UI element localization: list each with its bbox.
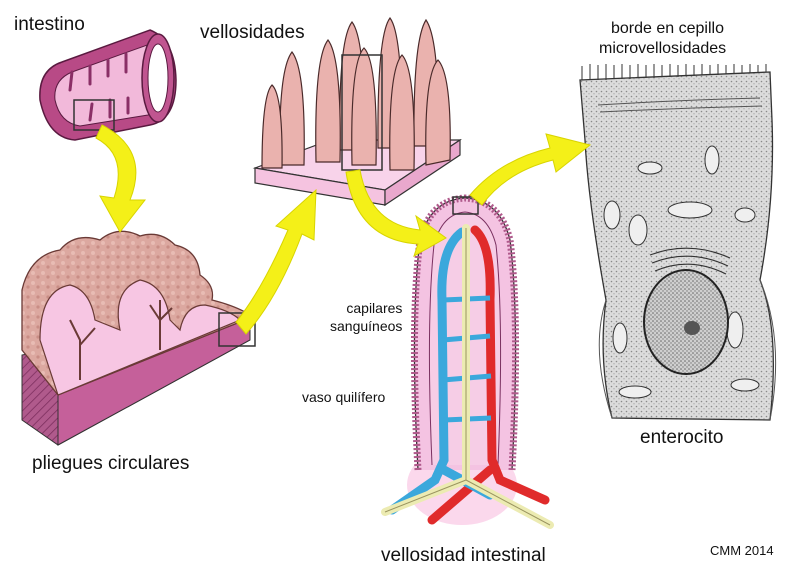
enterocyte-illustration	[579, 64, 777, 421]
label-intestinal-villus: vellosidad intestinal	[381, 545, 546, 566]
arrow-villi-to-villus	[345, 169, 447, 258]
label-blood-capillaries-line1: capilares	[346, 300, 403, 316]
arrow-villus-to-cell	[469, 133, 592, 206]
label-brush-border: borde en cepillo	[611, 20, 724, 37]
label-microvilli: microvellosidades	[599, 40, 727, 57]
arrow-intestine-to-folds	[95, 124, 147, 233]
intestine-tube-illustration	[39, 29, 177, 141]
label-blood-capillaries-line2: sanguíneos	[330, 318, 403, 335]
label-blood-capillaries: capilares sanguíneos	[330, 299, 402, 335]
circular-folds-illustration	[21, 230, 256, 446]
intestinal-villus-illustration	[381, 194, 554, 529]
label-circular-folds: pliegues circulares	[32, 453, 190, 474]
label-intestine: intestino	[14, 14, 85, 35]
credit-text: CMM 2014	[710, 543, 774, 558]
label-lacteal: vaso quilífero	[302, 389, 386, 405]
arrow-folds-to-villi	[235, 188, 317, 335]
villi-block-illustration	[252, 17, 462, 207]
label-enterocyte: enterocito	[640, 427, 724, 448]
label-villi: vellosidades	[200, 22, 305, 43]
flow-arrows	[95, 124, 592, 335]
